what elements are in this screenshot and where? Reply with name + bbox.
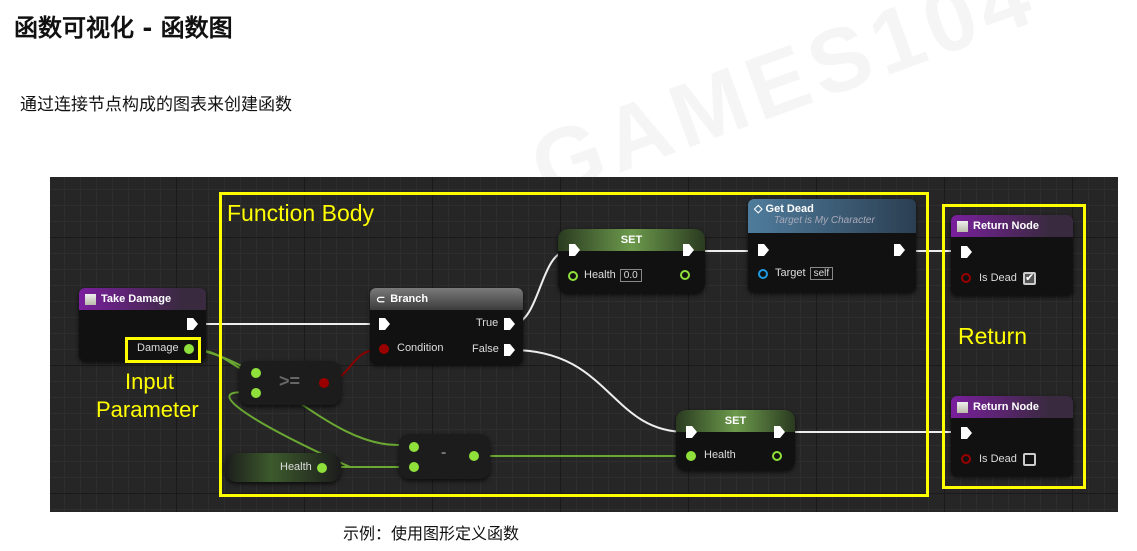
slide-subtitle: 通过连接节点构成的图表来创建函数 <box>20 95 292 115</box>
exec-in-pin[interactable] <box>379 318 390 330</box>
exec-in-pin[interactable] <box>961 427 972 439</box>
function-icon <box>957 401 968 413</box>
health-out-pin[interactable] <box>680 270 690 280</box>
function-icon <box>957 220 968 232</box>
result-pin[interactable] <box>469 451 479 461</box>
parameter-label: Parameter <box>96 397 199 422</box>
health-value-input[interactable]: 0.0 <box>619 269 642 282</box>
true-pin[interactable] <box>504 318 515 330</box>
take-damage-node[interactable]: Take Damage Damage <box>79 288 206 361</box>
health-out-pin[interactable] <box>772 451 782 461</box>
return-box <box>942 204 1086 489</box>
figure-caption: 示例：使用图形定义函数 <box>343 524 520 543</box>
return-node-false[interactable]: Return Node Is Dead <box>951 396 1073 476</box>
target-pin[interactable] <box>758 269 768 279</box>
is-dead-pin[interactable] <box>961 454 971 464</box>
function-body-box <box>219 192 929 497</box>
input-a-pin[interactable] <box>251 368 261 378</box>
function-icon <box>85 293 96 305</box>
node-title: Return Node <box>973 220 1039 232</box>
health-label: Health <box>704 449 736 461</box>
subtract-node[interactable]: - <box>399 434 490 479</box>
node-title: Return Node <box>973 401 1039 413</box>
node-title: SET <box>724 415 747 427</box>
health-label: Health <box>280 461 312 473</box>
return-node-true[interactable]: Return Node Is Dead ✔ <box>951 215 1073 295</box>
return-label: Return <box>958 323 1028 349</box>
exec-out-pin[interactable] <box>894 244 905 256</box>
is-dead-label: Is Dead <box>979 272 1017 284</box>
result-pin[interactable] <box>319 378 329 388</box>
node-title: Take Damage <box>101 293 172 305</box>
input-parameter-highlight <box>125 337 201 363</box>
compare-node[interactable]: >= <box>239 361 341 405</box>
false-pin[interactable] <box>504 344 515 356</box>
function-body-label: Function Body <box>227 200 375 226</box>
node-subtitle: Target is My Character <box>774 215 875 226</box>
health-in-pin[interactable] <box>686 451 696 461</box>
slide-title: 函数可视化 - 函数图 <box>14 14 233 42</box>
set-health-node-bottom[interactable]: SET Health <box>676 410 795 470</box>
exec-in-pin[interactable] <box>961 246 972 258</box>
is-dead-label: Is Dead <box>979 453 1017 465</box>
health-label: Health <box>584 269 616 281</box>
health-in-pin[interactable] <box>568 271 578 281</box>
target-label: Target <box>775 267 806 279</box>
exec-out-pin[interactable] <box>683 244 694 256</box>
exec-wire <box>511 349 687 433</box>
input-b-pin[interactable] <box>251 388 261 398</box>
blueprint-graph[interactable]: Take Damage Damage Input Parameter Funct… <box>50 177 1118 512</box>
false-label: False <box>472 343 499 355</box>
is-dead-pin[interactable] <box>961 273 971 283</box>
exec-out-pin[interactable] <box>187 318 198 330</box>
exec-out-pin[interactable] <box>774 426 785 438</box>
true-label: True <box>476 317 499 329</box>
damage-pin-label: Damage <box>137 342 179 354</box>
node-title: Branch <box>390 293 429 305</box>
damage-pin[interactable] <box>184 344 194 354</box>
exec-in-pin[interactable] <box>686 426 697 438</box>
input-b-pin[interactable] <box>409 462 419 472</box>
node-title: ◇ Get Dead <box>754 203 814 215</box>
input-a-pin[interactable] <box>409 442 419 452</box>
target-value[interactable]: self <box>809 267 834 280</box>
branch-icon: ⊂ <box>376 293 386 306</box>
is-dead-checkbox-unchecked[interactable] <box>1023 453 1036 466</box>
input-label: Input <box>125 369 174 394</box>
function-icon: ◇ <box>754 203 766 215</box>
operator-label: >= <box>279 371 301 391</box>
exec-in-pin[interactable] <box>569 244 580 256</box>
exec-in-pin[interactable] <box>758 244 769 256</box>
is-dead-checkbox-checked[interactable]: ✔ <box>1023 272 1036 285</box>
node-title: SET <box>620 234 643 246</box>
health-out-pin[interactable] <box>317 463 327 473</box>
health-getter-node[interactable]: Health <box>225 453 341 482</box>
condition-pin[interactable] <box>379 344 389 354</box>
operator-label: - <box>441 444 447 461</box>
branch-node[interactable]: ⊂ Branch Condition True False <box>370 288 523 364</box>
condition-label: Condition <box>397 342 444 354</box>
